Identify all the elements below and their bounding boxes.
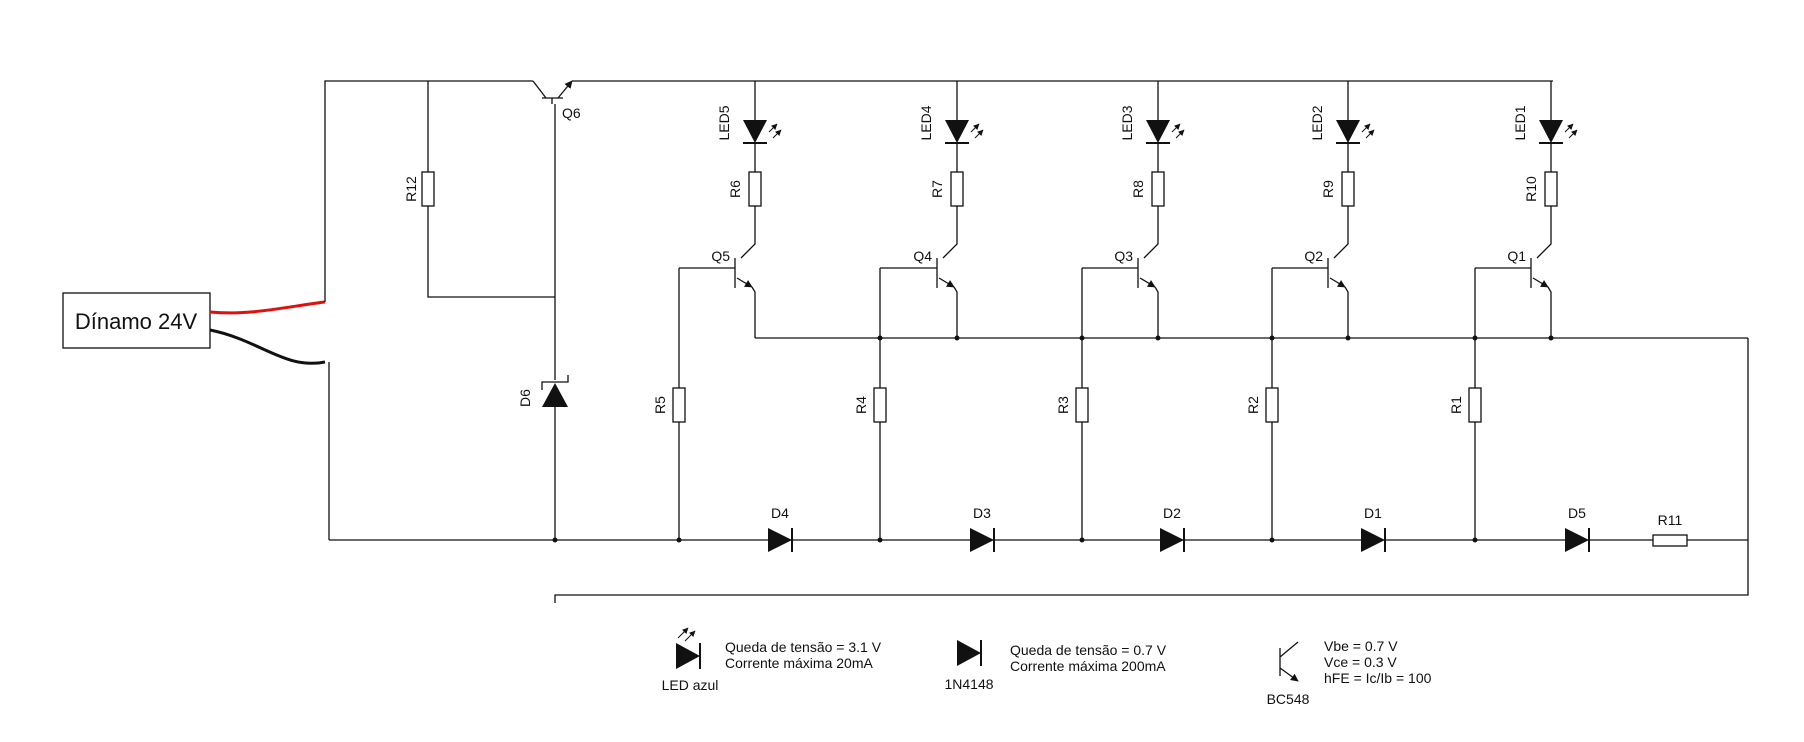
collector-resistor-label: R9	[1320, 180, 1336, 198]
collector-resistor-label: R10	[1523, 176, 1539, 202]
series-diode	[1565, 528, 1589, 552]
pass-transistor-label: Q6	[562, 105, 581, 121]
collector-resistor-label: R6	[727, 180, 743, 198]
diode-label: D4	[771, 505, 789, 521]
negative-lead-wire	[209, 328, 326, 365]
base-resistor	[1075, 387, 1089, 423]
legend-transistor-line3: hFE = Ic/Ib = 100	[1324, 670, 1432, 686]
legend-diode: 1N4148 Queda de tensão = 0.7 V Corrente …	[944, 640, 1167, 692]
base-resistor	[873, 387, 887, 423]
led-label: LED2	[1309, 105, 1325, 140]
transistor-label: Q2	[1304, 248, 1323, 264]
legend-led-name: LED azul	[662, 677, 719, 693]
legend-led: LED azul Queda de tensão = 3.1 V Corrent…	[662, 627, 882, 693]
legend-led-line1: Queda de tensão = 3.1 V	[725, 639, 882, 655]
led-symbol	[945, 120, 969, 143]
legend-diode-line2: Corrente máxima 200mA	[1010, 658, 1166, 674]
base-resistor-label: R3	[1055, 396, 1071, 414]
base-resistor-label: R1	[1448, 396, 1464, 414]
end-resistor-r11	[1652, 534, 1688, 547]
zener-label: D6	[517, 389, 533, 407]
legend-diode-name: 1N4148	[944, 676, 993, 692]
base-resistor	[1468, 387, 1482, 423]
dynamo-source: Dínamo 24V	[62, 292, 211, 349]
led-label: LED1	[1512, 105, 1528, 140]
collector-resistor	[1341, 171, 1355, 207]
series-diode	[768, 528, 792, 552]
collector-resistor	[1544, 171, 1558, 207]
base-resistor	[1265, 387, 1279, 423]
diode-label: D5	[1568, 505, 1586, 521]
bias-resistor-label: R12	[403, 176, 419, 202]
positive-lead-wire	[209, 300, 326, 315]
led-symbol	[743, 120, 767, 143]
base-resistor	[672, 387, 686, 423]
diode-label: D3	[973, 505, 991, 521]
base-resistor-label: R5	[652, 396, 668, 414]
led-label: LED3	[1119, 105, 1135, 140]
end-resistor-label: R11	[1658, 512, 1683, 528]
led-symbol	[1336, 120, 1360, 143]
legend-diode-line1: Queda de tensão = 0.7 V	[1010, 642, 1167, 658]
collector-resistor	[748, 171, 762, 207]
dynamo-label: Dínamo 24V	[75, 309, 198, 334]
base-resistor-label: R2	[1245, 396, 1261, 414]
series-diode	[970, 528, 994, 552]
legend-transistor-name: BC548	[1267, 691, 1310, 707]
led-symbol	[1539, 120, 1563, 143]
led-symbol	[1146, 120, 1170, 143]
series-diode	[1361, 528, 1385, 552]
main-wires	[324, 80, 1749, 603]
transistor-label: Q1	[1507, 248, 1526, 264]
legend-led-line2: Corrente máxima 20mA	[725, 655, 873, 671]
led-label: LED4	[918, 105, 934, 140]
transistor-label: Q5	[711, 248, 730, 264]
diode-label: D1	[1364, 505, 1382, 521]
legend-transistor-line2: Vce = 0.3 V	[1324, 654, 1397, 670]
transistor-label: Q3	[1114, 248, 1133, 264]
base-resistor-label: R4	[853, 396, 869, 414]
diode-label: D2	[1163, 505, 1181, 521]
led-label: LED5	[716, 105, 732, 140]
transistor-label: Q4	[913, 248, 932, 264]
series-diode	[1160, 528, 1184, 552]
legend-transistor: BC548 Vbe = 0.7 V Vce = 0.3 V hFE = Ic/I…	[1267, 638, 1432, 707]
zener-d6	[541, 375, 569, 407]
collector-resistor	[950, 171, 964, 207]
legend-transistor-line1: Vbe = 0.7 V	[1324, 638, 1398, 654]
collector-resistor	[1151, 171, 1165, 207]
collector-resistor-label: R7	[929, 180, 945, 198]
collector-resistor-label: R8	[1130, 180, 1146, 198]
